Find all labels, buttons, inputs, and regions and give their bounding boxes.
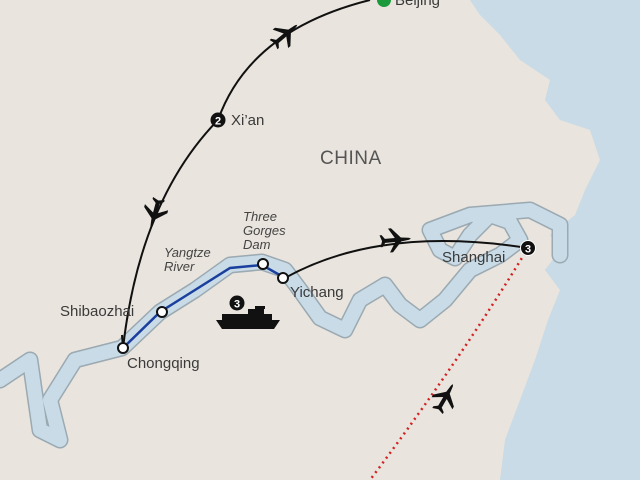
city-marker-shibaozhai [156,306,168,318]
dam-label-line2: Gorges [243,223,286,238]
cruise-ship-icon [216,306,280,329]
dam-label-line1: Three [243,209,277,224]
country-label: CHINA [320,148,382,169]
river-label-line1: Yangtze [164,245,211,260]
airplane-icon [379,228,411,253]
stop-number-xian: 2 [215,116,221,128]
cruise-nights-number: 3 [234,299,240,311]
city-label-beijing: Beijing [395,0,441,9]
airplane-icon [144,196,169,229]
river-label-line2: River [164,259,195,274]
river-label: Yangtze River [164,246,211,274]
stop-number-shanghai: 3 [525,244,531,256]
beijing-start-marker [377,0,391,7]
city-marker-yichang [277,272,289,284]
dam-label-line3: Dam [243,237,271,252]
airplane-icon [431,384,454,414]
stop-badge-xian [210,112,226,128]
flight-route-yichang-shanghai [284,240,529,279]
city-label-yichang: Yichang [290,284,344,301]
city-marker-chongqing [117,342,129,354]
dam-label: Three Gorges Dam [243,210,286,252]
stop-badge-shanghai [520,240,536,256]
city-label-shanghai: Shanghai [442,249,506,266]
city-label-xian: Xi’an [231,112,265,129]
city-label-chongqing: Chongqing [127,355,200,372]
stop-badge-cruise [229,295,245,311]
city-label-shibaozhai: Shibaozhai [60,303,135,320]
airplane-icon [269,24,298,50]
marker-three-gorges-dam [257,258,269,270]
